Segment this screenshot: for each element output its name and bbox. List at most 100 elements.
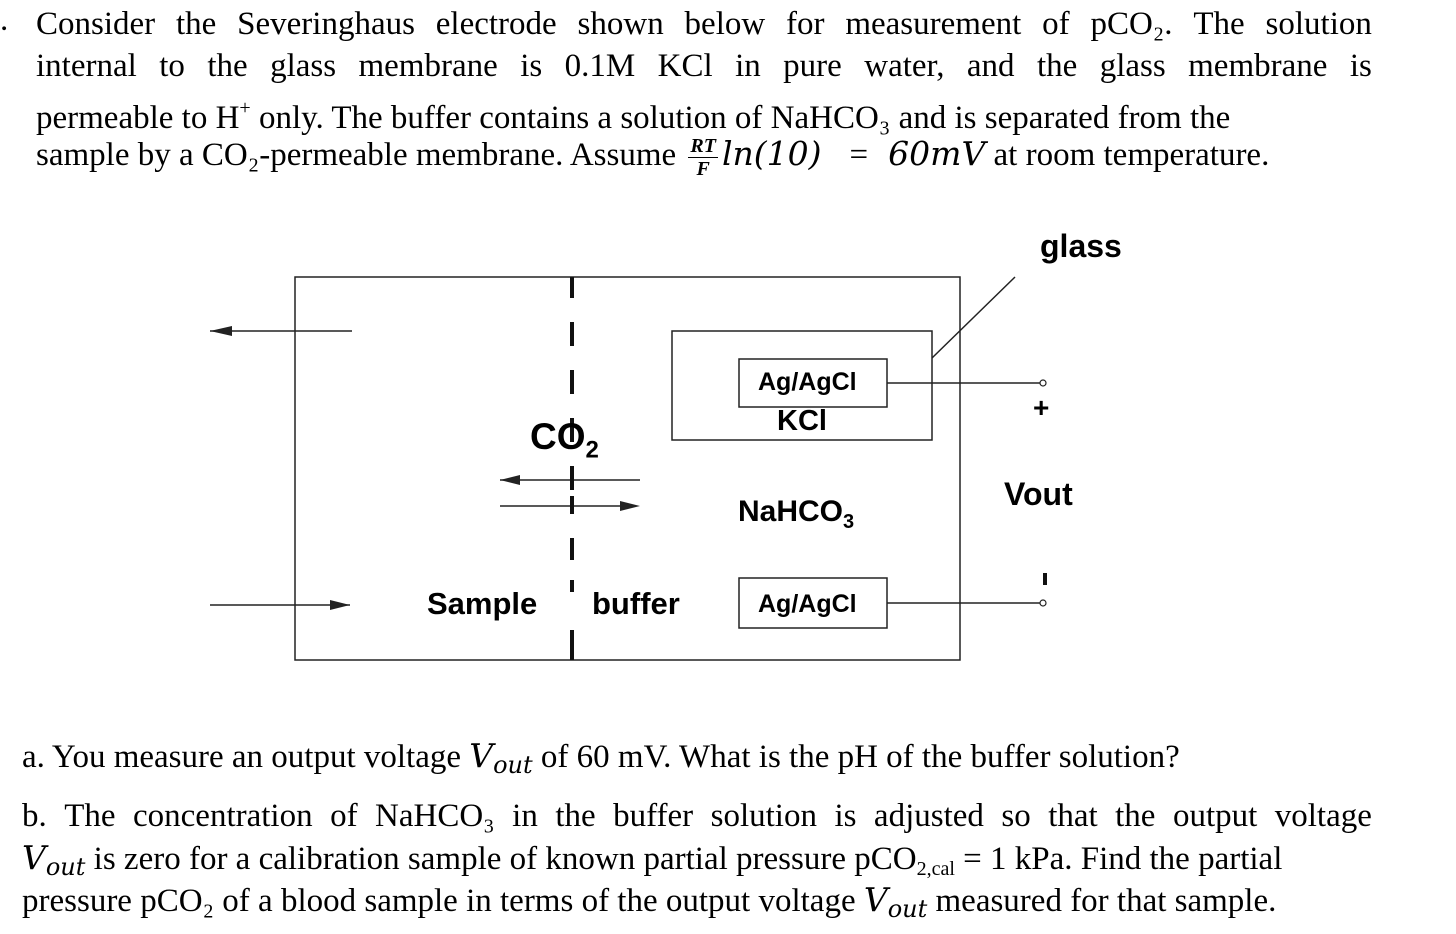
label-ag-agcl-bottom: Ag/AgCl (758, 590, 857, 618)
co2-subscript: 2 (585, 436, 599, 464)
word: buffer (613, 798, 694, 834)
word: electrode (435, 6, 557, 42)
word: the (555, 798, 596, 834)
label-nahco3: NaHCO3 (738, 495, 854, 534)
question-b-line-3-vout-sub: out (887, 895, 928, 923)
word: 0.1M (564, 48, 636, 84)
line4-text-b: at room temperature. (985, 137, 1270, 173)
label-kcl: KCl (777, 405, 827, 437)
label-co2: CO2 (530, 416, 599, 464)
word: Severinghaus (237, 6, 415, 42)
word: to (159, 48, 185, 84)
word: below (684, 6, 766, 42)
word: b. (22, 798, 47, 834)
word: and (966, 48, 1015, 84)
word: measurement (845, 6, 1022, 42)
label-vout: Vout (1004, 476, 1073, 512)
line3-text-a: permeable to H (36, 100, 240, 136)
word: is (1349, 48, 1372, 84)
question-b-vout: V (22, 838, 46, 877)
word: The (64, 798, 116, 834)
equals-sign: = (849, 137, 869, 173)
word: internal (36, 48, 137, 84)
word: pCO₂. (1090, 6, 1173, 42)
fraction-denominator: F (696, 157, 710, 180)
problem-line-4: sample by a CO₂-permeable membrane. Assu… (36, 134, 1269, 180)
glass-leader-line (931, 276, 1016, 359)
question-b-pco2-cal-sub: 2,cal (916, 858, 955, 880)
word: solution (1265, 6, 1372, 42)
question-b-vout-sub: out (45, 853, 86, 881)
word: voltage (1274, 798, 1372, 834)
word: membrane (1188, 48, 1328, 84)
word: for (786, 6, 825, 42)
word: of (1042, 6, 1070, 42)
word: in (735, 48, 761, 84)
word: glass (1099, 48, 1166, 84)
word: is (834, 798, 857, 834)
question-b-line-3-vout: V (863, 880, 888, 919)
question-a-text-1: a. You measure an output voltage (22, 739, 470, 775)
glass-membrane-compartment (671, 330, 933, 441)
question-b-line-2: Vout is zero for a calibration sample of… (22, 838, 1282, 889)
word: the (207, 48, 248, 84)
outflow-arrowhead (210, 326, 232, 336)
list-bullet: . (0, 2, 9, 38)
label-ag-agcl-top: Ag/AgCl (758, 368, 857, 396)
word: solution (710, 798, 817, 834)
nahco3-subscript: 3 (843, 511, 855, 533)
co2-text: CO (530, 416, 586, 457)
sixty-mv-value: 60mV (888, 134, 986, 173)
co2-right-arrowhead (620, 501, 640, 511)
problem-line-1: Consider the Severinghaus electrode shown bel… (36, 4, 1372, 44)
question-a: a. You measure an output voltage Vout of… (22, 736, 1180, 785)
question-b-line-3-end: measured for that sample. (927, 883, 1277, 919)
word: glass (270, 48, 337, 84)
question-a-vout: V (469, 736, 494, 775)
line4-text-a: sample by a CO₂-permeable membrane. Assu… (36, 137, 685, 173)
word: in (512, 798, 538, 834)
electrode-housing (294, 276, 961, 661)
nahco3-text: NaHCO (738, 495, 844, 528)
word: the (1036, 48, 1078, 84)
label-plus: + (1033, 392, 1050, 423)
severinghaus-electrode-diagram: glass CO2 Ag/AgCl KCl NaHCO3 + Vout Samp… (0, 200, 1456, 700)
positive-terminal (1039, 379, 1047, 387)
word: NaHCO₃ (375, 798, 495, 834)
label-buffer: buffer (592, 586, 680, 621)
ln10-expression: ln(10) (721, 134, 822, 173)
word: pure (783, 48, 842, 84)
label-sample: Sample (427, 586, 538, 621)
word: shown (577, 6, 664, 42)
word: water, (864, 48, 945, 84)
co2-left-arrowhead (500, 475, 520, 485)
word: output (1172, 798, 1258, 834)
question-a-text-2: of 60 mV. What is the pH of the buffer s… (532, 739, 1180, 775)
problem-line-3: permeable to H+ only. The buffer contain… (36, 88, 1230, 138)
question-b-line-2-end: = 1 kPa. Find the partial (954, 841, 1283, 877)
fraction-numerator: RT (688, 134, 718, 158)
word: adjusted (873, 798, 984, 834)
word: Consider (36, 6, 156, 42)
negative-terminal (1039, 599, 1047, 607)
word: so (1001, 798, 1031, 834)
label-glass: glass (1040, 228, 1122, 264)
word: KCl (657, 48, 713, 84)
question-b-line-3: pressure pCO₂ of a blood sample in terms… (22, 880, 1276, 929)
questions: a. You measure an output voltage Vout of… (0, 700, 1456, 934)
word: the (1115, 798, 1156, 834)
question-a-vout-sub: out (493, 751, 533, 779)
question-b-line-3-text: pressure pCO₂ of a blood sample in terms… (22, 883, 864, 919)
word: that (1048, 798, 1098, 834)
word: the (176, 6, 217, 42)
word: membrane (358, 48, 498, 84)
question-b-line-2-text: is zero for a calibration sample of know… (85, 841, 917, 877)
word: The (1193, 6, 1245, 42)
word: of (330, 798, 358, 834)
inflow-arrowhead (330, 600, 350, 610)
diagram-graphics (210, 276, 1047, 661)
line3-text-b: only. The buffer contains a solution of … (250, 100, 1231, 136)
